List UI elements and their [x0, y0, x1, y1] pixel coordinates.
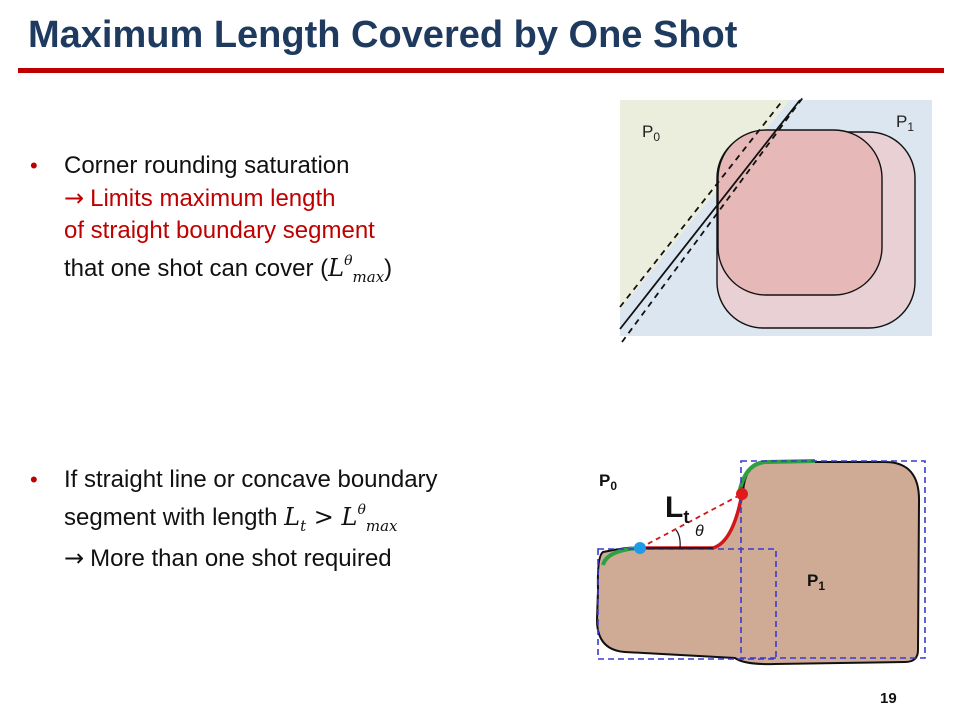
shot-p1-dashed-box: [740, 460, 926, 659]
math-max: max: [365, 516, 398, 535]
bullet-line: If straight line or concave boundary: [64, 466, 438, 493]
bullet-line: →More than one shot required: [64, 542, 438, 575]
label-p1: P1: [896, 112, 914, 134]
boundary-segment-red: [640, 493, 744, 550]
concave-boundary-figure: P0 P1 Lt θ: [595, 459, 926, 666]
bullet-concave-boundary: • If straight line or concave boundary s…: [30, 464, 438, 575]
bullet-dot: •: [30, 153, 38, 178]
segment-end-point: [736, 488, 748, 500]
math-max: max: [352, 267, 385, 286]
math-theta: θ: [344, 253, 353, 269]
math-lt-gt-lmax: Lt > Lθmax: [284, 502, 397, 535]
label-lt: Lt: [665, 491, 689, 527]
math-l: L: [341, 503, 358, 531]
shot-p0-dashed-box: [597, 548, 777, 660]
arrow-right-icon: →: [64, 184, 85, 212]
bullet-line-text: More than one shot required: [90, 544, 392, 572]
math-l: L: [284, 503, 301, 531]
label-p0: P0: [599, 471, 617, 493]
angle-theta-arc: [675, 529, 681, 549]
shot-inner-rounded: [717, 129, 883, 296]
bullet-body: If straight line or concave boundary seg…: [64, 464, 438, 575]
slide-title: Maximum Length Covered by One Shot: [28, 14, 738, 56]
arrow-right-icon: →: [64, 543, 85, 572]
page-number: 19: [880, 690, 897, 707]
bullet-line: that one shot can cover (Lθmax): [64, 247, 392, 293]
math-gt: >: [313, 503, 334, 531]
math-l-theta-max: Lθmax: [328, 253, 384, 286]
segment-start-point: [634, 542, 646, 554]
boundary-solid-line: [619, 99, 801, 330]
bullet-line-text: that one shot can cover (: [64, 255, 329, 282]
bullet-line: →Limits maximum length: [64, 182, 392, 215]
bullet-line-text: Limits maximum length: [90, 185, 336, 212]
bullet-line-text: segment with length: [64, 504, 278, 531]
title-rule: [18, 68, 944, 73]
shot-rounding-figure: P0 P1: [619, 95, 932, 343]
math-t: t: [300, 516, 307, 535]
label-p1: P1: [807, 571, 825, 593]
boundary-dashed-line: [621, 95, 805, 343]
segment-chord-line: [639, 493, 743, 549]
bullet-body: Corner rounding saturation →Limits maxim…: [64, 150, 392, 293]
label-p0: P0: [642, 122, 660, 144]
polygon-shape: [595, 461, 921, 666]
bullet-line: Corner rounding saturation: [64, 152, 350, 179]
bullet-line: of straight boundary segment: [64, 217, 375, 244]
math-l: L: [328, 254, 345, 282]
math-theta: θ: [357, 502, 366, 518]
bullet-corner-rounding: • Corner rounding saturation →Limits max…: [30, 150, 392, 293]
bullet-dot: •: [30, 467, 38, 492]
bullet-line: segment with length Lt > Lθmax: [64, 496, 438, 542]
label-theta: θ: [695, 523, 704, 540]
bullet-line-text: ): [384, 255, 393, 282]
